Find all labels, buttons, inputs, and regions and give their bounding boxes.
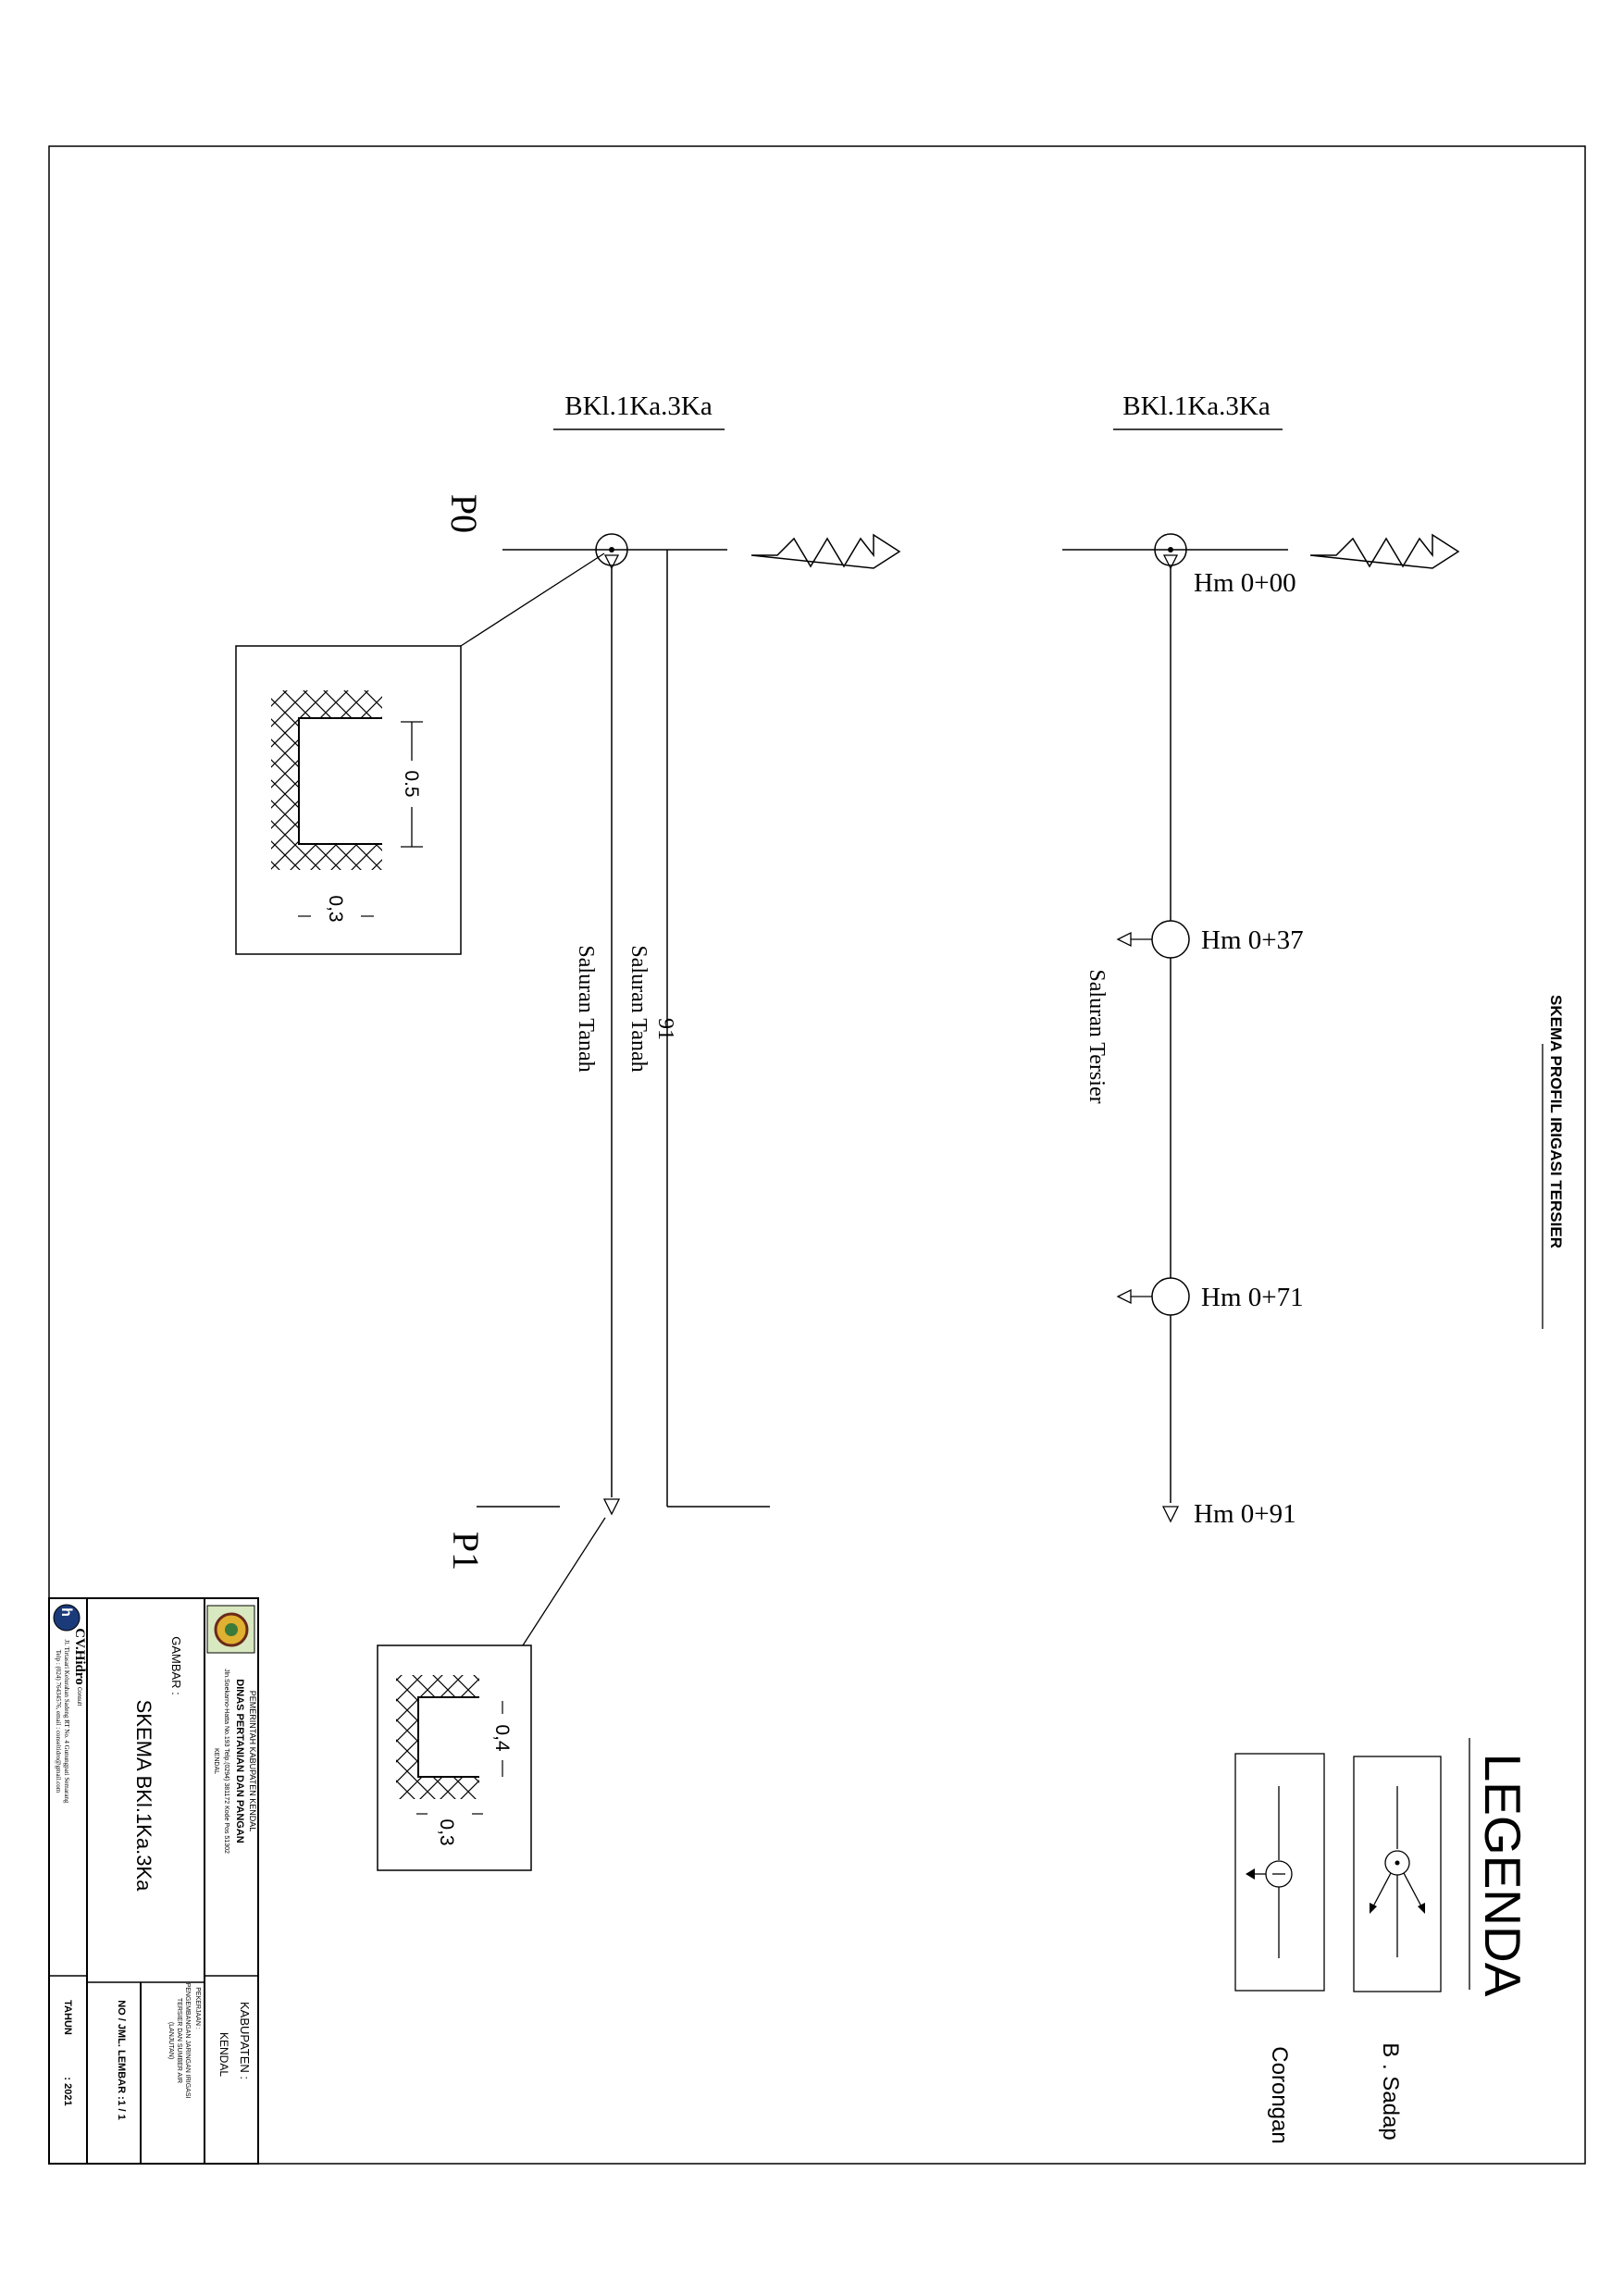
- saluran-tanah-label-1: Saluran Tanah: [574, 945, 598, 1072]
- tahun-label: TAHUN: [62, 2000, 73, 2035]
- pekerjaan-line-1: PENGEMBANGAN JARINGAN IRIGASI: [184, 1983, 191, 2099]
- saluran-tanah-label-2: Saluran Tanah: [626, 945, 651, 1072]
- kabupaten-label: KABUPATEN :: [238, 2002, 252, 2079]
- agency-line-3: Jln.Soekarno-Hatta No.193 Telp.(0294) 38…: [223, 1669, 229, 1854]
- company-contact: Telp : (024) 76434576, email : conseltid…: [55, 1650, 62, 1793]
- p0-height-dimension: 0,3: [325, 895, 346, 922]
- length-label: 91: [653, 1018, 677, 1040]
- break-line-icon: [750, 533, 901, 569]
- p1-width-dimension: 0,4: [491, 1724, 513, 1752]
- break-line-icon: [1309, 533, 1460, 569]
- sadap-symbol-icon: [1154, 533, 1187, 566]
- no-lembar-value: 1 / 1: [116, 2100, 127, 2119]
- channel-hatch-icon: [396, 1675, 479, 1799]
- section-detail-p1: 0,4 0,3: [377, 1644, 532, 1871]
- sheet-title: SKEMA PROFIL IRIGASI TERSIER: [1547, 995, 1565, 1248]
- left-title: BKl.1Ka.3Ka: [564, 391, 713, 421]
- left-schematic: BKl.1Ka.3Ka P0 Saluran Tanah Saluran Tan…: [235, 391, 901, 1871]
- p1-height-dimension: 0,3: [436, 1818, 457, 1845]
- flow-down-arrow-icon: [1162, 554, 1179, 570]
- gambar-value: SKEMA BKl.1Ka.3Ka: [132, 1700, 155, 1892]
- sadap-symbol-icon: [595, 533, 628, 566]
- outlet-arrow-icon: [1116, 1288, 1132, 1305]
- p0-label: P0: [443, 494, 485, 533]
- station-hm-0-91: Hm 0+91: [1194, 1499, 1296, 1529]
- p0-leader-line: [460, 552, 605, 647]
- company-address: Jl. Tirtasari Kelurahan Sadeng RT No. 4 …: [63, 1640, 70, 1804]
- p1-label: P1: [445, 1532, 487, 1570]
- company-sub: Consult: [76, 1687, 81, 1706]
- agency-line-2: DINAS PERTANIAN DAN PANGAN: [234, 1679, 245, 1843]
- company-logo-letter: h: [58, 1607, 74, 1617]
- no-lembar-label: NO / JML. LEMBAR :: [116, 2000, 127, 2100]
- arrow-left-down-icon: [1370, 1903, 1377, 1914]
- outlet-arrow-icon: [1246, 1868, 1255, 1880]
- section-detail-p0: 0.5 0,3: [235, 645, 462, 955]
- legend-sadap-label: B . Sadap: [1378, 2042, 1403, 2140]
- legend-corongan-box: [1234, 1753, 1325, 1992]
- kabupaten-value: KENDAL: [217, 2032, 230, 2077]
- p0-width-dimension: 0.5: [401, 770, 422, 797]
- pekerjaan-line-2: TERSIER DAN SUMBER AIR: [176, 1998, 182, 2083]
- p1-leader-line: [522, 1517, 606, 1646]
- saluran-tersier-label: Saluran Tersier: [1085, 969, 1109, 1103]
- corongan-symbol-icon: [1151, 1277, 1190, 1316]
- right-title: BKl.1Ka.3Ka: [1122, 391, 1271, 421]
- company-logo-icon: [53, 1604, 81, 1632]
- title-block: PEMERINTAH KABUPATEN KENDAL DINAS PERTAN…: [48, 1597, 259, 2165]
- station-hm-0-37: Hm 0+37: [1201, 925, 1304, 955]
- station-hm-0-00: Hm 0+00: [1194, 568, 1296, 598]
- arrow-right-down-icon: [1418, 1903, 1425, 1914]
- sadap-dot-icon: [609, 547, 614, 552]
- legend-corongan-label: Corongan: [1267, 2046, 1292, 2143]
- right-schematic: BKl.1Ka.3Ka Saluran Tersier Hm 0+00 Hm 0…: [1062, 391, 1460, 1529]
- pekerjaan-line-3: (LANJUTAN): [167, 2022, 174, 2059]
- sheet-border: [48, 145, 1586, 2165]
- agency-line-1: PEMERINTAH KABUPATEN KENDAL: [248, 1691, 257, 1832]
- flow-end-arrow-icon: [1161, 1506, 1180, 1523]
- flow-down-arrow-icon: [603, 554, 620, 570]
- sadap-dot-icon: [1168, 547, 1173, 552]
- tahun-value: : 2021: [62, 2077, 73, 2105]
- outlet-arrow-icon: [1116, 931, 1132, 948]
- gambar-label: GAMBAR :: [169, 1636, 183, 1695]
- legend-sadap-box: [1353, 1756, 1442, 1992]
- station-hm-0-71: Hm 0+71: [1201, 1283, 1304, 1312]
- company-name: CV.Hidro: [72, 1628, 87, 1685]
- flow-end-arrow-icon: [602, 1498, 621, 1516]
- pekerjaan-label: PEKERJAAN :: [194, 1987, 201, 2029]
- corongan-symbol-icon: [1151, 920, 1190, 959]
- legend: LEGENDA B . Sadap Corongan: [1234, 1738, 1531, 2144]
- agency-line-4: KENDAL: [213, 1748, 219, 1774]
- legend-title: LEGENDA: [1474, 1754, 1531, 1997]
